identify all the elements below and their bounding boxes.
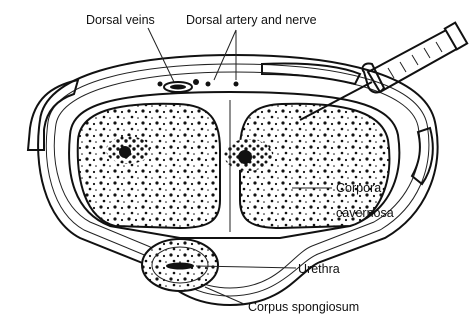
label-corpora-cavernosa-2: cavernosa <box>336 206 394 220</box>
dorsal-vessels <box>158 79 239 92</box>
urethra <box>166 263 194 270</box>
label-corpora-cavernosa-1: Corpora <box>336 181 381 195</box>
label-dorsal-veins: Dorsal veins <box>86 13 155 27</box>
label-dorsal-artery-nerve: Dorsal artery and nerve <box>186 13 317 27</box>
left-corpus-cavernosum <box>78 104 220 228</box>
label-corpus-spongiosum: Corpus spongiosum <box>248 300 359 314</box>
label-urethra: Urethra <box>298 262 340 276</box>
